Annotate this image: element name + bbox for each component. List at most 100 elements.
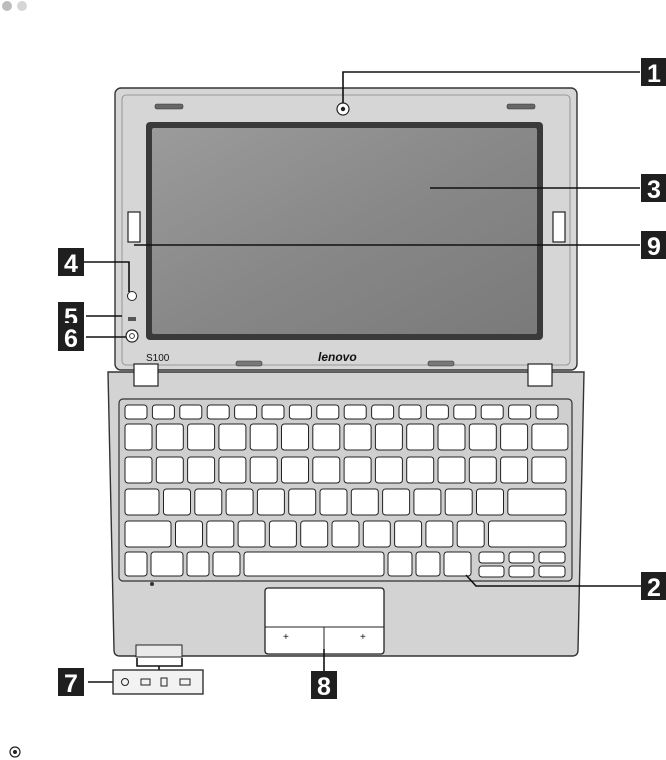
page-corner-dot-1 bbox=[2, 1, 12, 11]
keyboard-key bbox=[454, 405, 476, 419]
onekey-rescue-button-icon bbox=[128, 292, 137, 301]
keyboard-key bbox=[125, 424, 152, 450]
svg-text:1: 1 bbox=[647, 60, 661, 88]
keyboard-key bbox=[539, 566, 565, 577]
callout-4: 4 bbox=[58, 248, 84, 278]
keyboard-key bbox=[479, 552, 504, 563]
keyboard-key bbox=[416, 552, 440, 576]
callout-7: 7 bbox=[58, 668, 84, 698]
keyboard-key bbox=[426, 405, 448, 419]
keyboard-key bbox=[188, 424, 215, 450]
lid-top-left-slot bbox=[155, 104, 183, 109]
keyboard-key bbox=[125, 489, 159, 515]
callout-8: 8 bbox=[311, 671, 337, 701]
svg-text:3: 3 bbox=[647, 176, 661, 204]
power-button-icon bbox=[126, 330, 138, 342]
lid-top-right-slot bbox=[507, 104, 535, 109]
keyboard-key bbox=[164, 489, 191, 515]
keyboard-key bbox=[509, 566, 534, 577]
keyboard-key bbox=[207, 405, 229, 419]
keyboard-key bbox=[250, 424, 277, 450]
keyboard-key bbox=[289, 489, 316, 515]
keyboard-key bbox=[152, 405, 174, 419]
keyboard-key bbox=[414, 489, 441, 515]
keyboard-key bbox=[332, 521, 359, 547]
wireless-antenna-left bbox=[128, 212, 140, 242]
page-corner-dot-2 bbox=[17, 1, 27, 11]
keyboard-key bbox=[125, 457, 152, 483]
keyboard-key bbox=[235, 405, 257, 419]
keyboard-key bbox=[363, 521, 390, 547]
keyboard-key bbox=[213, 552, 240, 576]
keyboard-key bbox=[320, 489, 347, 515]
keyboard-key bbox=[383, 489, 410, 515]
microphone-icon bbox=[150, 582, 154, 586]
keyboard-key bbox=[151, 552, 183, 576]
keyboard-key bbox=[313, 424, 340, 450]
keyboard-key bbox=[244, 552, 384, 576]
keyboard-key bbox=[282, 457, 309, 483]
keyboard-key bbox=[539, 552, 565, 563]
callout-3: 3 bbox=[641, 174, 666, 204]
laptop-base: + + bbox=[108, 364, 584, 657]
keyboard-key bbox=[489, 521, 567, 547]
keyboard-key bbox=[532, 424, 568, 450]
keyboard-key bbox=[344, 457, 371, 483]
keyboard-key bbox=[509, 405, 531, 419]
keyboard-key bbox=[238, 521, 265, 547]
keyboard-key bbox=[156, 424, 183, 450]
keyboard-key bbox=[469, 424, 496, 450]
model-label: S100 bbox=[146, 353, 170, 364]
keyboard-key bbox=[351, 489, 378, 515]
keyboard-key bbox=[250, 457, 277, 483]
status-indicator-icon bbox=[128, 317, 136, 321]
keyboard-key bbox=[282, 424, 309, 450]
wireless-antenna-right bbox=[553, 212, 565, 242]
keyboard-key bbox=[257, 489, 284, 515]
keyboard-key bbox=[438, 457, 465, 483]
keyboard-key bbox=[269, 521, 296, 547]
keyboard-key bbox=[125, 552, 147, 576]
keyboard-key bbox=[388, 552, 412, 576]
keyboard-key bbox=[501, 424, 528, 450]
keyboard-key bbox=[176, 521, 203, 547]
svg-text:4: 4 bbox=[64, 250, 78, 278]
keyboard-key bbox=[407, 424, 434, 450]
hinge-left bbox=[134, 364, 158, 386]
keyboard-key bbox=[395, 521, 422, 547]
keyboard-key bbox=[344, 405, 366, 419]
keyboard-key bbox=[226, 489, 253, 515]
keyboard-key bbox=[219, 457, 246, 483]
keyboard-key bbox=[477, 489, 504, 515]
keyboard-key bbox=[508, 489, 566, 515]
svg-text:8: 8 bbox=[317, 673, 331, 701]
svg-text:9: 9 bbox=[647, 233, 661, 261]
keyboard-key bbox=[262, 405, 284, 419]
laptop-lid: S100 lenovo bbox=[115, 88, 577, 370]
callout-9: 9 bbox=[641, 231, 666, 261]
keyboard-key bbox=[375, 424, 402, 450]
front-indicators bbox=[136, 645, 182, 657]
touchpad-left-button-mark: + bbox=[283, 632, 289, 643]
keyboard-key bbox=[509, 552, 534, 563]
keyboard-key bbox=[536, 405, 558, 419]
keyboard-key bbox=[469, 457, 496, 483]
lenovo-logo: lenovo bbox=[318, 350, 357, 364]
keyboard-key bbox=[438, 424, 465, 450]
keyboard-key bbox=[125, 521, 171, 547]
keyboard-key bbox=[125, 405, 147, 419]
svg-text:6: 6 bbox=[64, 325, 78, 353]
keyboard-key bbox=[444, 552, 471, 576]
keyboard-key bbox=[481, 405, 503, 419]
keyboard-key bbox=[317, 405, 339, 419]
keyboard-key bbox=[399, 405, 421, 419]
keyboard-key bbox=[207, 521, 234, 547]
keyboard-key bbox=[375, 457, 402, 483]
svg-text:7: 7 bbox=[64, 670, 78, 698]
keyboard-key bbox=[313, 457, 340, 483]
touchpad-right-button-mark: + bbox=[360, 632, 366, 643]
keyboard-key bbox=[407, 457, 434, 483]
keyboard-key bbox=[372, 405, 394, 419]
keyboard-key bbox=[457, 521, 484, 547]
